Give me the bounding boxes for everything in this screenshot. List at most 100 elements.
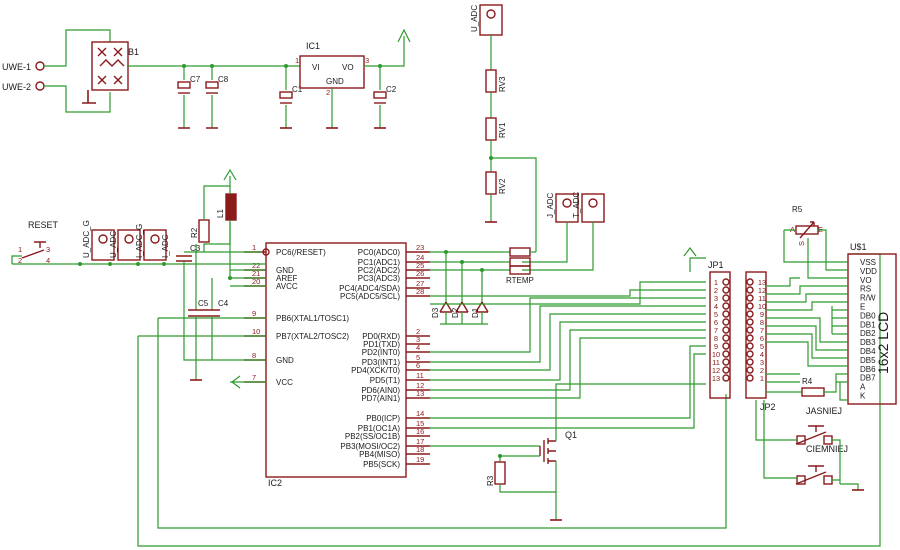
- lcd-nets: R4: [766, 285, 848, 401]
- ic2-pin-label: GND: [276, 266, 294, 275]
- ic2-pin-number: 20: [252, 277, 260, 286]
- lcd-pin-label: R/W: [860, 294, 876, 303]
- d2-label: D2: [451, 307, 460, 318]
- c8-capacitor: [205, 81, 219, 94]
- ic2-pin-label: AREF: [276, 274, 297, 283]
- jp1-pin-number: 2: [714, 286, 718, 295]
- jasniej-switch[interactable]: [795, 425, 827, 445]
- r4-label: R4: [802, 377, 813, 386]
- jp1-pin: [722, 326, 730, 334]
- ic2-pin-number: 11: [416, 371, 424, 380]
- uwe1-terminal: [35, 61, 45, 71]
- jp2-pin-number: 13: [758, 278, 766, 287]
- ic1-vo: VO: [342, 63, 354, 72]
- ic2-pin-number: 12: [416, 381, 424, 390]
- t-adc-connector: [581, 193, 605, 223]
- uwe2-terminal: [35, 81, 45, 91]
- r2-resistor: [198, 219, 210, 243]
- jp2-pin-number: 11: [758, 294, 766, 303]
- jp2-body: [745, 271, 767, 399]
- jp2-pin: [746, 286, 754, 294]
- ic2-pin-number: 26: [416, 269, 424, 278]
- ic2-pin-number: 14: [416, 409, 424, 418]
- r3-label: R3: [486, 475, 495, 486]
- uwe1-label: UWE-1: [2, 62, 31, 72]
- jp2-pin: [746, 342, 754, 350]
- r4-resistor: [801, 387, 825, 397]
- ic2-pin-number: 21: [252, 269, 260, 278]
- ic2-pin-number: 7: [252, 373, 256, 382]
- c5-label: C5: [198, 299, 209, 308]
- ic2-pin-label: PB4(MISO): [359, 450, 400, 459]
- ic2-pin-number: 27: [416, 279, 424, 288]
- adc-chain: U_ADC RV3 RV1 RV2: [470, 4, 537, 252]
- lcd-pin-label: E: [860, 303, 865, 312]
- ic2-pin-number: 24: [416, 253, 424, 262]
- ic2-pin-number: 18: [416, 445, 424, 454]
- d3-label: D3: [431, 307, 440, 318]
- c3-capacitor: [176, 255, 192, 262]
- ic1-label: IC1: [306, 41, 320, 51]
- jp1-label: JP1: [708, 260, 724, 270]
- lcd-pin-label: DB6: [860, 365, 876, 374]
- i-adc-label: I_ADC: [161, 234, 170, 258]
- ic2-pin-number: 5: [416, 353, 420, 362]
- reset-label: RESET: [28, 220, 59, 230]
- ic1-gnd: GND: [326, 77, 344, 86]
- ic2-pin-number: 19: [416, 455, 424, 464]
- ic2-pin-number: 3: [416, 335, 420, 344]
- ic2-pin-label: PB0(ICP): [366, 414, 400, 423]
- uwe2-label: UWE-2: [2, 82, 31, 92]
- jp1-vcc-arrow: [683, 247, 706, 272]
- jp1-pin: [722, 318, 730, 326]
- jp2-pin: [746, 294, 754, 302]
- lcd-pin-label: VSS: [860, 258, 876, 267]
- lcd-pin-label: DB2: [860, 329, 876, 338]
- c1-capacitor: [279, 91, 293, 99]
- c7-capacitor: [177, 81, 191, 94]
- ic1-vi: VI: [312, 63, 320, 72]
- ciemniej-switch[interactable]: [795, 465, 827, 485]
- jp1-pin-number: 3: [714, 294, 718, 303]
- power-section: UWE-1 UWE-2 B1 C7 C8 C1 IC1: [2, 28, 411, 129]
- rv3-label: RV3: [498, 76, 507, 92]
- lcd-pin-label: DB0: [860, 311, 876, 320]
- ic2-pin-number: 1: [252, 243, 256, 252]
- ic2-microcontroller: IC2 1PC6(/RESET)22GND21AREF20AVCC9PB6(XT…: [244, 242, 430, 488]
- ic2-pin-label: PD7(AIN1): [361, 394, 400, 403]
- lcd-pin-label: DB4: [860, 347, 876, 356]
- ic2-label: IC2: [268, 478, 282, 488]
- jp2-pin: [746, 318, 754, 326]
- c4-label: C4: [218, 299, 229, 308]
- rtemp-label: RTEMP: [506, 276, 534, 285]
- ic2-pin-label: PD4(XCK/T0): [351, 366, 400, 375]
- jp2-pin: [746, 366, 754, 374]
- ic2-pin-label: PB3(MOSI/OC2): [340, 442, 400, 451]
- c5-capacitor: [188, 309, 204, 317]
- rv2-label: RV2: [498, 178, 507, 194]
- ic2-pin-label: PB6(XTAL1/TOSC1): [276, 314, 349, 323]
- jp2-pin-number: 5: [760, 342, 764, 351]
- jp1-pin: [722, 358, 730, 366]
- t-adc-label: T_ADC: [572, 192, 581, 218]
- jp2-pin: [746, 278, 754, 286]
- jp1-pin: [722, 334, 730, 342]
- ic2-pin-label: PB5(SCK): [363, 460, 400, 469]
- jp2-pin-number: 3: [760, 358, 764, 367]
- jp1-pin-number: 6: [714, 318, 718, 327]
- ic1-pin3: 3: [365, 56, 369, 65]
- ic2-pin-label: PC6(/RESET): [276, 248, 326, 257]
- jp2-pin-number: 10: [758, 302, 766, 311]
- lcd-pin-label: K: [860, 392, 866, 401]
- ic2-pin-number: 28: [416, 287, 424, 296]
- ic2-pin-label: PD6(AIN0): [361, 386, 400, 395]
- r3-resistor: [494, 461, 506, 485]
- jp2-pin: [746, 302, 754, 310]
- ic2-pin-label: VCC: [276, 378, 293, 387]
- d1-label: D1: [471, 307, 480, 318]
- ic2-pin-label: PD1(TXD): [363, 340, 400, 349]
- ic2-pin-number: 17: [416, 437, 424, 446]
- jp2-pin: [746, 374, 754, 382]
- jp1-pin-number: 13: [712, 374, 720, 383]
- reset-pin2: 2: [18, 256, 22, 265]
